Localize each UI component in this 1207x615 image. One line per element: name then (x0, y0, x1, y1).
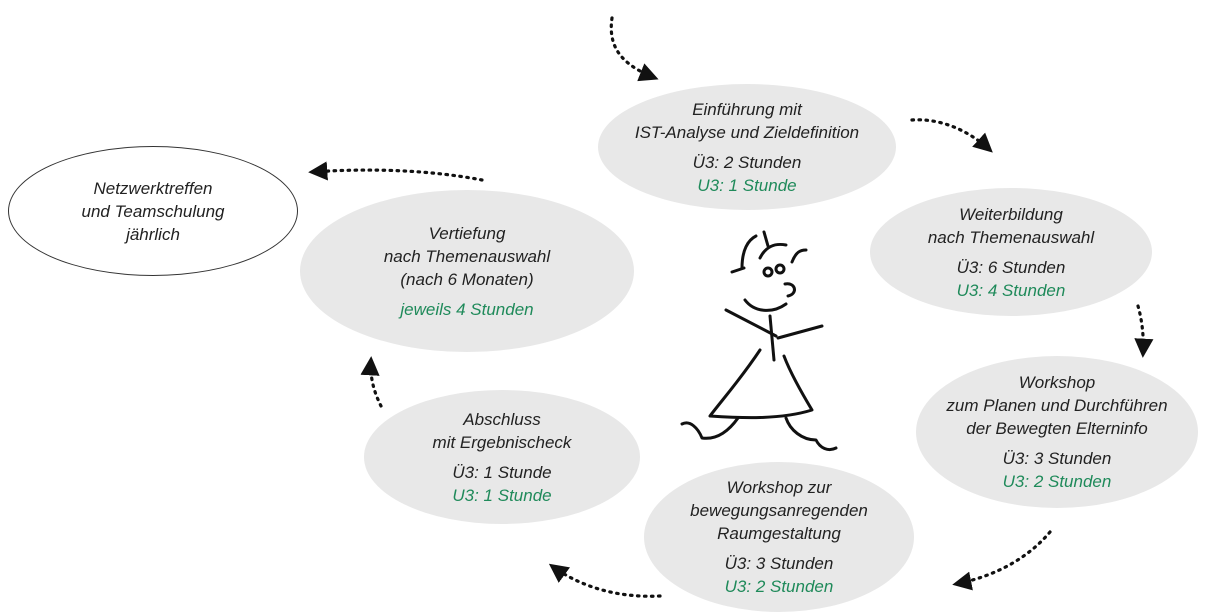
einfuehrung-ue3-hours: Ü3: 2 Stunden (692, 152, 802, 172)
workshop-elterninfo-title-line-2: zum Planen und Durchführen (946, 396, 1168, 415)
arrow-workshop-elterninfo-to-workshop-raum (952, 530, 1052, 591)
netzwerk-title-line-1: Netzwerktreffen (93, 178, 213, 198)
netzwerk-title-line-2: und Teamschulung (81, 201, 225, 221)
weiterbildung-ue3-hours: Ü3: 6 Stunden (956, 257, 1066, 277)
vertiefung-title-line-2: nach Themenauswahl (383, 246, 551, 266)
arrow-weiterbildung-to-workshop-elterninfo (1134, 304, 1154, 358)
abschluss-ue3-hours: Ü3: 1 Stunde (452, 462, 552, 482)
vertiefung-title-line-3: (nach 6 Monaten) (400, 269, 534, 289)
workshop-elterninfo-ue3-hours: Ü3: 3 Stunden (1002, 449, 1112, 468)
node-abschluss: Abschluss mit Ergebnischeck Ü3: 1 Stunde… (364, 390, 640, 524)
arrow-abschluss-to-vertiefung (360, 356, 383, 408)
workshop-raum-title-line-2: bewegungsanregenden (690, 501, 868, 520)
arrow-workshop-raum-to-abschluss (548, 563, 662, 598)
vertiefung-title-line-1: Vertiefung (428, 223, 506, 243)
abschluss-title-line-2: mit Ergebnischeck (432, 432, 572, 452)
node-weiterbildung: Weiterbildung nach Themenauswahl Ü3: 6 S… (870, 188, 1152, 316)
node-netzwerktreffen: Netzwerktreffen und Teamschulung jährlic… (8, 146, 298, 276)
weiterbildung-title-line-1: Weiterbildung (959, 204, 1063, 224)
arrow-vertiefung-to-netzwerk (308, 161, 484, 182)
node-einfuehrung: Einführung mit IST-Analyse und Zieldefin… (598, 84, 896, 210)
workshop-elterninfo-title-line-1: Workshop (1018, 373, 1096, 392)
node-workshop-raumgestaltung: Workshop zur bewegungsanregenden Raumges… (644, 462, 914, 612)
abschluss-u3-hours: U3: 1 Stunde (452, 485, 552, 505)
workshop-raum-u3-hours: U3: 2 Stunden (724, 577, 834, 596)
node-vertiefung: Vertiefung nach Themenauswahl (nach 6 Mo… (300, 190, 634, 352)
einfuehrung-title-line-1: Einführung mit (692, 99, 802, 119)
weiterbildung-u3-hours: U3: 4 Stunden (956, 280, 1066, 300)
workshop-elterninfo-u3-hours: U3: 2 Stunden (1002, 472, 1112, 491)
workshop-elterninfo-title-line-3: der Bewegten Elterninfo (966, 419, 1148, 438)
workshop-raum-title-line-3: Raumgestaltung (717, 524, 841, 543)
workshop-raum-title-line-1: Workshop zur (726, 478, 832, 497)
einfuehrung-u3-hours: U3: 1 Stunde (697, 175, 797, 195)
arrow-einfuehrung-to-weiterbildung (910, 118, 993, 153)
abschluss-title-line-1: Abschluss (463, 409, 541, 429)
weiterbildung-title-line-2: nach Themenauswahl (927, 227, 1095, 247)
node-workshop-elterninfo: Workshop zum Planen und Durchführen der … (916, 356, 1198, 508)
running-figure-illustration (680, 230, 838, 452)
einfuehrung-title-line-2: IST-Analyse und Zieldefinition (634, 122, 860, 142)
netzwerk-title-line-3: jährlich (126, 224, 180, 244)
vertiefung-detail-hours: jeweils 4 Stunden (400, 299, 534, 319)
workshop-raum-ue3-hours: Ü3: 3 Stunden (724, 554, 834, 573)
arrow-entry (609, 16, 659, 82)
